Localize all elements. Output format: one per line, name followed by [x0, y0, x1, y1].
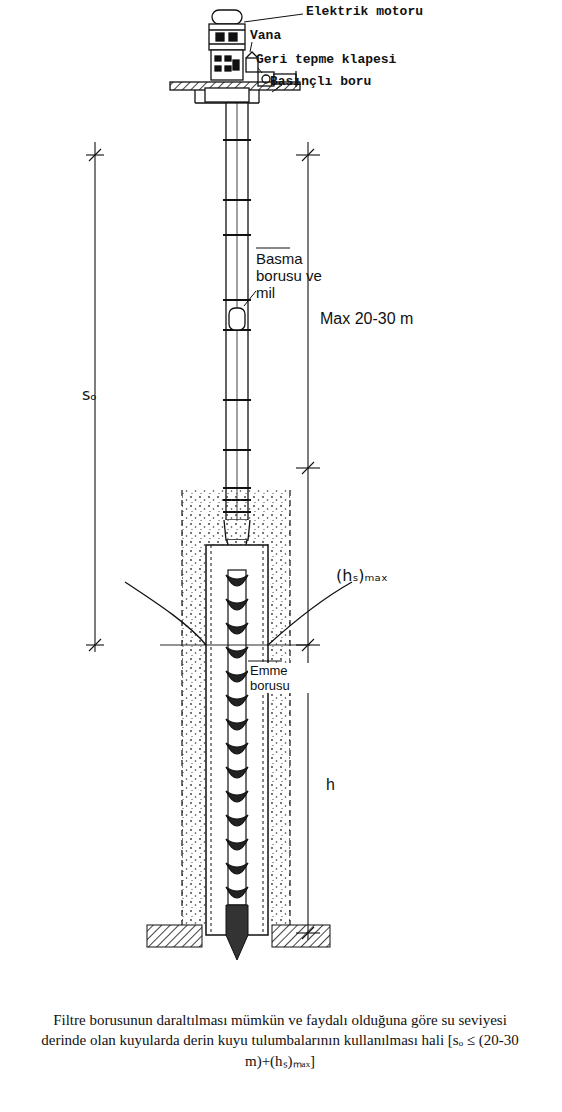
pipe-coupling — [223, 199, 251, 201]
leader-lines — [244, 14, 303, 661]
pump-bowls — [226, 570, 248, 905]
motor-cap — [212, 10, 242, 24]
pump-head — [211, 50, 243, 80]
pipe-coupling — [223, 449, 251, 451]
pipe-coupling — [223, 234, 251, 236]
impeller-stage — [226, 599, 248, 610]
impeller-stage — [226, 839, 248, 850]
part-label: Basınçlı boru — [270, 74, 371, 89]
impeller-stage — [226, 695, 248, 706]
drawdown-curve — [125, 582, 352, 645]
impeller-stage — [226, 791, 248, 802]
part-label: Elektrik motoru — [306, 4, 423, 19]
impeller-stage — [226, 887, 248, 898]
impeller-stage — [226, 863, 248, 874]
pump-foot — [226, 905, 248, 960]
pipe-coupling — [223, 139, 251, 141]
impeller-stage — [226, 647, 248, 658]
part-label: Emme borusu — [248, 663, 310, 693]
impeller-stage — [226, 743, 248, 754]
pipe-coupling — [223, 399, 251, 401]
pump-figure — [170, 10, 300, 570]
electric-motor — [209, 24, 245, 50]
impeller-stage — [226, 719, 248, 730]
impeller-stage — [226, 575, 248, 586]
ground-left — [147, 925, 202, 947]
figure-caption: Filtre borusunun daraltılması mümkün ve … — [30, 1010, 530, 1071]
shaft-bearing — [229, 308, 245, 330]
part-label: Basma borusu ve mil — [256, 250, 330, 301]
borehole — [182, 490, 290, 935]
impeller-stage — [226, 767, 248, 778]
dimension-label: Max 20-30 m — [320, 310, 413, 328]
impeller-stage — [226, 671, 248, 682]
suction-pipe — [228, 570, 246, 905]
part-label: Geri tepme klapesi — [256, 52, 396, 67]
dimension-label: (hₛ)ₘₐₓ — [336, 566, 388, 585]
pipe-coupling — [223, 299, 251, 301]
dimension-label: h — [326, 776, 335, 794]
ground-right — [272, 925, 330, 947]
filter-casing — [206, 545, 268, 935]
discharge-pipe — [226, 103, 248, 520]
impeller-stage — [226, 623, 248, 634]
impeller-stage — [226, 815, 248, 826]
dimension-label: sₒ — [82, 385, 97, 404]
pipe-coupling — [223, 487, 251, 489]
part-label: Vana — [250, 28, 281, 43]
